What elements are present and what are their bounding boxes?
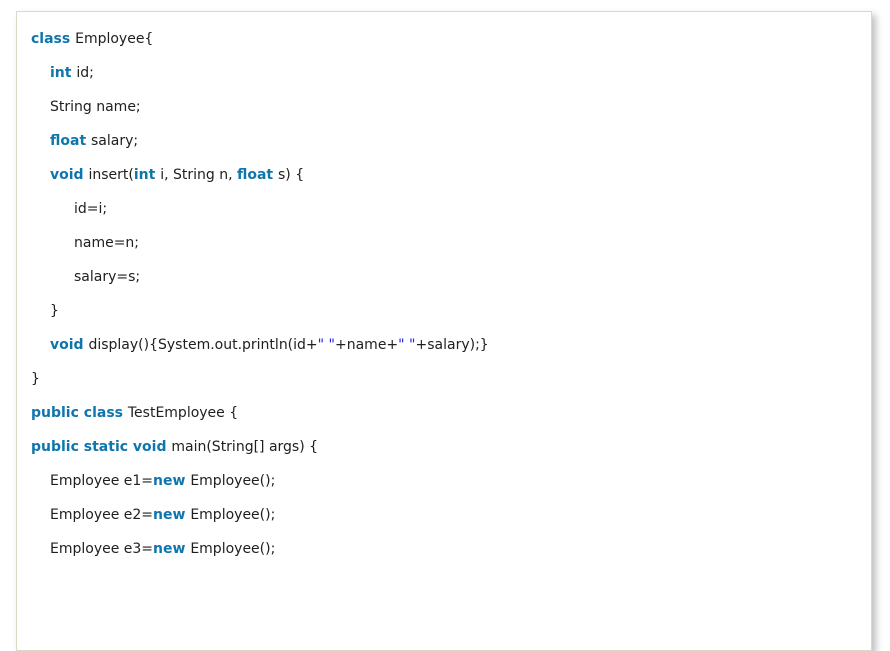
code-line: id=i; <box>31 192 855 226</box>
keyword-token: new <box>153 473 191 489</box>
code-line: void display(){System.out.println(id+" "… <box>31 328 855 362</box>
code-token: main(String[] args) { <box>171 439 319 455</box>
code-line: class Employee{ <box>31 22 855 56</box>
keyword-token: class <box>31 31 76 47</box>
keyword-token: public static void <box>31 439 172 455</box>
code-line: Employee e3=new Employee(); <box>31 532 855 566</box>
code-line: salary=s; <box>31 260 855 294</box>
code-token: TestEmployee { <box>127 405 239 421</box>
code-line: name=n; <box>31 226 855 260</box>
code-token: +salary);} <box>415 337 489 353</box>
keyword-token: float <box>236 167 278 183</box>
code-line: } <box>31 362 855 396</box>
keyword-token: void <box>50 167 89 183</box>
code-line: public static void main(String[] args) { <box>31 430 855 464</box>
code-token: s) { <box>278 167 305 183</box>
code-line: public class TestEmployee { <box>31 396 855 430</box>
code-line: } <box>31 294 855 328</box>
code-line: String name; <box>31 90 855 124</box>
code-token: salary; <box>91 133 139 149</box>
code-snippet-panel: class Employee{int id;String name;float … <box>16 11 872 651</box>
code-token: salary=s; <box>74 269 141 285</box>
code-token: display(){System.out.println(id+ <box>88 337 318 353</box>
string-token: " " <box>317 337 335 353</box>
code-token: Employee e3= <box>50 541 154 557</box>
code-token: Employee e2= <box>50 507 154 523</box>
keyword-token: new <box>153 507 191 523</box>
code-token: Employee(); <box>190 507 276 523</box>
code-token: } <box>50 303 59 319</box>
code-token: id=i; <box>74 201 108 217</box>
code-token: } <box>31 371 40 387</box>
code-token: Employee e1= <box>50 473 154 489</box>
code-line: Employee e1=new Employee(); <box>31 464 855 498</box>
code-line: void insert(int i, String n, float s) { <box>31 158 855 192</box>
code-token: name=n; <box>74 235 140 251</box>
keyword-token: void <box>50 337 89 353</box>
code-token: Employee{ <box>75 31 154 47</box>
code-token: Employee(); <box>190 541 276 557</box>
code-token: id; <box>76 65 94 81</box>
code-token: i, String n, <box>160 167 237 183</box>
keyword-token: new <box>153 541 191 557</box>
code-token: +name+ <box>335 337 399 353</box>
code-token: String name; <box>50 99 141 115</box>
code-line: float salary; <box>31 124 855 158</box>
code-block: class Employee{int id;String name;float … <box>17 12 871 566</box>
code-line: int id; <box>31 56 855 90</box>
string-token: " " <box>398 337 416 353</box>
code-token: insert( <box>88 167 134 183</box>
keyword-token: float <box>50 133 92 149</box>
code-token: Employee(); <box>190 473 276 489</box>
keyword-token: int <box>50 65 77 81</box>
keyword-token: int <box>133 167 161 183</box>
keyword-token: public class <box>31 405 128 421</box>
code-line: Employee e2=new Employee(); <box>31 498 855 532</box>
